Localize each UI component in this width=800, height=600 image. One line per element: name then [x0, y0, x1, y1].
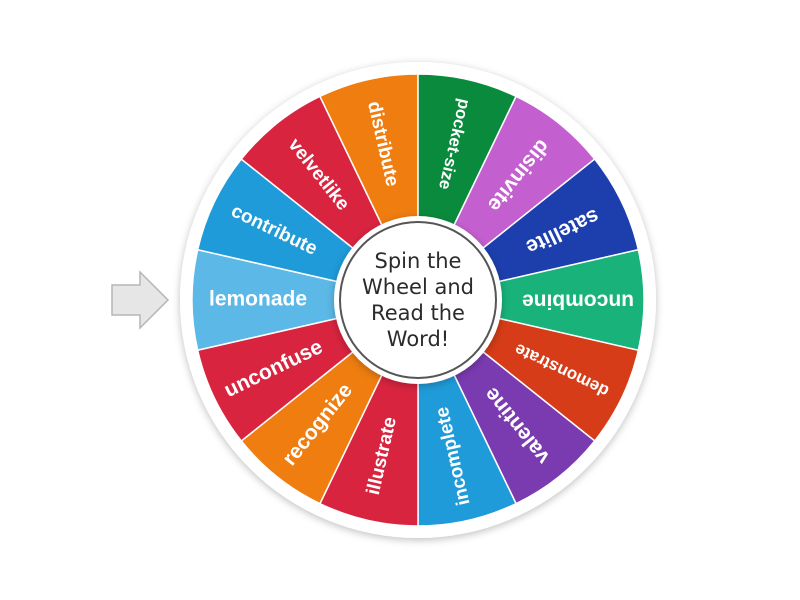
- segment-label: lemonade: [209, 288, 307, 311]
- wheel-segments[interactable]: [191, 73, 645, 527]
- wheel-hub-inner: [339, 221, 497, 379]
- arrow-right-icon: [111, 270, 170, 330]
- segment-label: uncombine: [522, 289, 634, 312]
